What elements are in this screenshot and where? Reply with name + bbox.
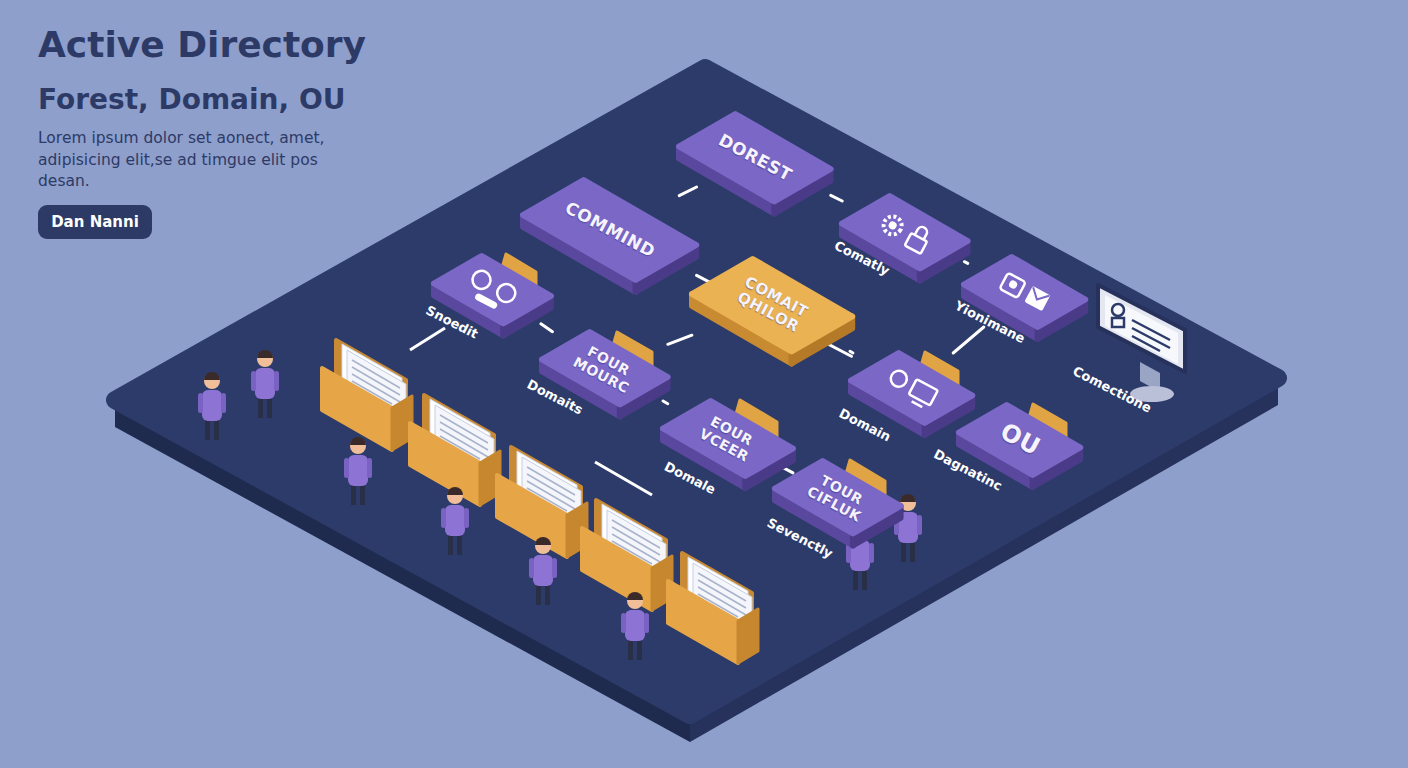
mail-icon xyxy=(1024,286,1050,311)
card-icon xyxy=(1000,273,1026,298)
link-line xyxy=(679,187,696,196)
box-top xyxy=(663,401,793,476)
box-top xyxy=(851,353,972,423)
link-line xyxy=(964,262,967,264)
person-figure xyxy=(344,437,372,505)
box-top xyxy=(959,405,1080,475)
directory-box: DOREST xyxy=(679,114,831,214)
directory-box: OUDagnatinc xyxy=(959,405,1080,487)
card-icon xyxy=(1008,279,1019,290)
directory-box: Comatly xyxy=(842,196,968,281)
monitor-screen xyxy=(1105,295,1178,364)
author-name: Dan Nanni xyxy=(51,213,139,231)
headset-icon xyxy=(469,268,493,292)
directory-box: FOUR MOURCDomaits xyxy=(542,332,668,417)
screen-icon xyxy=(1112,304,1124,316)
screen-icon xyxy=(912,401,923,407)
directory-box: TOUR CIFLUKSevenctly xyxy=(775,461,901,546)
leader-line xyxy=(410,328,445,350)
link-line xyxy=(831,195,842,201)
leader-line xyxy=(595,462,652,495)
folder-symbol xyxy=(322,340,412,450)
monitor-frame xyxy=(1098,285,1185,372)
directory-box: Domain xyxy=(851,353,972,435)
person-figure xyxy=(621,592,649,660)
screen-icon xyxy=(909,379,938,405)
person-figure xyxy=(441,487,469,555)
subtitle: Forest, Domain, OU xyxy=(38,80,345,119)
person-figure xyxy=(251,350,279,418)
folder-symbol xyxy=(582,500,672,610)
screen-icon xyxy=(1112,318,1124,327)
gear-icon xyxy=(880,213,904,237)
directory-box: EOUR VCEERDomale xyxy=(663,401,793,488)
link-line xyxy=(668,335,692,344)
settings-icon xyxy=(879,210,932,254)
bar-icon xyxy=(474,292,498,309)
mail-icon xyxy=(1029,287,1049,303)
box-top xyxy=(523,180,696,280)
link-line xyxy=(541,324,553,332)
box-shape xyxy=(842,196,968,281)
directory-box: COMMIND xyxy=(523,180,696,292)
computer-icon xyxy=(885,368,938,410)
author-badge: Dan Nanni xyxy=(38,205,152,239)
page-title: Active Directory xyxy=(38,24,366,65)
screen-lines xyxy=(1132,320,1170,351)
gear-icon xyxy=(887,220,898,231)
box-top xyxy=(679,114,831,202)
folder-symbol xyxy=(668,553,758,663)
directory-box: Yionimane xyxy=(964,257,1085,339)
headset-icon xyxy=(494,281,518,305)
account-icon xyxy=(1000,273,1051,311)
person-figure xyxy=(198,372,226,440)
link-line xyxy=(953,327,984,353)
link-line xyxy=(850,351,853,353)
user-icon xyxy=(888,368,910,390)
link-line xyxy=(663,401,668,404)
support-icon xyxy=(464,268,518,315)
lock-icon xyxy=(905,233,927,254)
intro-text: Lorem ipsum dolor set aonect, amet, adip… xyxy=(38,128,373,193)
box-top xyxy=(692,259,852,352)
person-figure xyxy=(529,537,557,605)
directory-box: COMAIT QHILOR xyxy=(692,259,852,364)
lock-icon xyxy=(915,225,929,239)
box-top xyxy=(775,461,901,534)
directory-box: Snoedit xyxy=(434,256,551,336)
